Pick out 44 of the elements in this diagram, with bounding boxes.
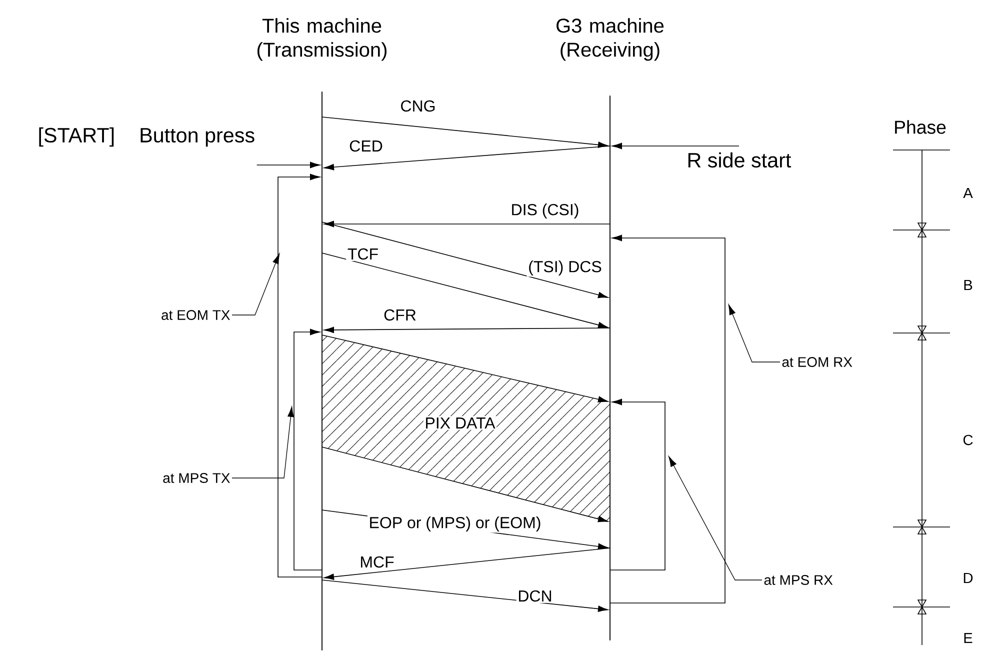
annotation-text: R side start xyxy=(688,152,792,168)
node-label: This machine (Transmission) xyxy=(257,18,386,61)
message-arrow xyxy=(322,252,608,328)
scale-title: Phase xyxy=(895,120,946,134)
loop-arrow xyxy=(294,328,322,570)
annotation-text: [START] Button press xyxy=(39,127,254,147)
message-arrow xyxy=(322,116,608,148)
message-arrow xyxy=(322,446,608,522)
edge-label: DCN xyxy=(516,589,554,603)
edge-label: CED xyxy=(348,139,384,153)
message-arrow xyxy=(324,326,610,334)
edge-label: TCF xyxy=(346,247,380,261)
leader-line xyxy=(728,304,780,362)
arrow xyxy=(256,162,320,168)
node-label: G3 machine (Receiving) xyxy=(556,18,664,61)
loop-arrow xyxy=(610,398,666,570)
arrow xyxy=(612,142,740,150)
edge-label: DIS (CSI) xyxy=(509,202,581,220)
message-arrow xyxy=(322,334,608,402)
edge-label: (TSI) DCS xyxy=(526,259,604,277)
phase-letter: D xyxy=(964,572,973,584)
message-arrow xyxy=(324,220,610,228)
message-arrow xyxy=(322,222,608,298)
loop-arrow xyxy=(610,234,726,604)
edge-label: MCF xyxy=(358,555,396,569)
phase-letter: B xyxy=(964,280,972,290)
leader-line xyxy=(232,406,294,478)
message-arrow xyxy=(324,146,610,170)
edge-label: PIX DATA xyxy=(423,416,497,430)
phase-letter: A xyxy=(963,188,973,198)
edge-label: EOP or (MPS) or (EOM) xyxy=(367,515,543,533)
phase-letter: E xyxy=(964,632,972,644)
callout-label: at MPS TX xyxy=(163,473,230,483)
callout-label: at EOM RX xyxy=(782,357,852,367)
leader-line xyxy=(232,253,280,316)
loop-arrow xyxy=(278,174,322,578)
callout-label: at MPS RX xyxy=(764,575,833,585)
edge-label: CNG xyxy=(398,99,438,113)
edge-label: CFR xyxy=(382,308,418,322)
leader-line xyxy=(668,456,762,580)
phase-letter: C xyxy=(963,434,973,446)
message-arrow xyxy=(322,580,608,612)
message-arrow xyxy=(324,548,610,580)
callout-label: at EOM TX xyxy=(162,310,230,320)
